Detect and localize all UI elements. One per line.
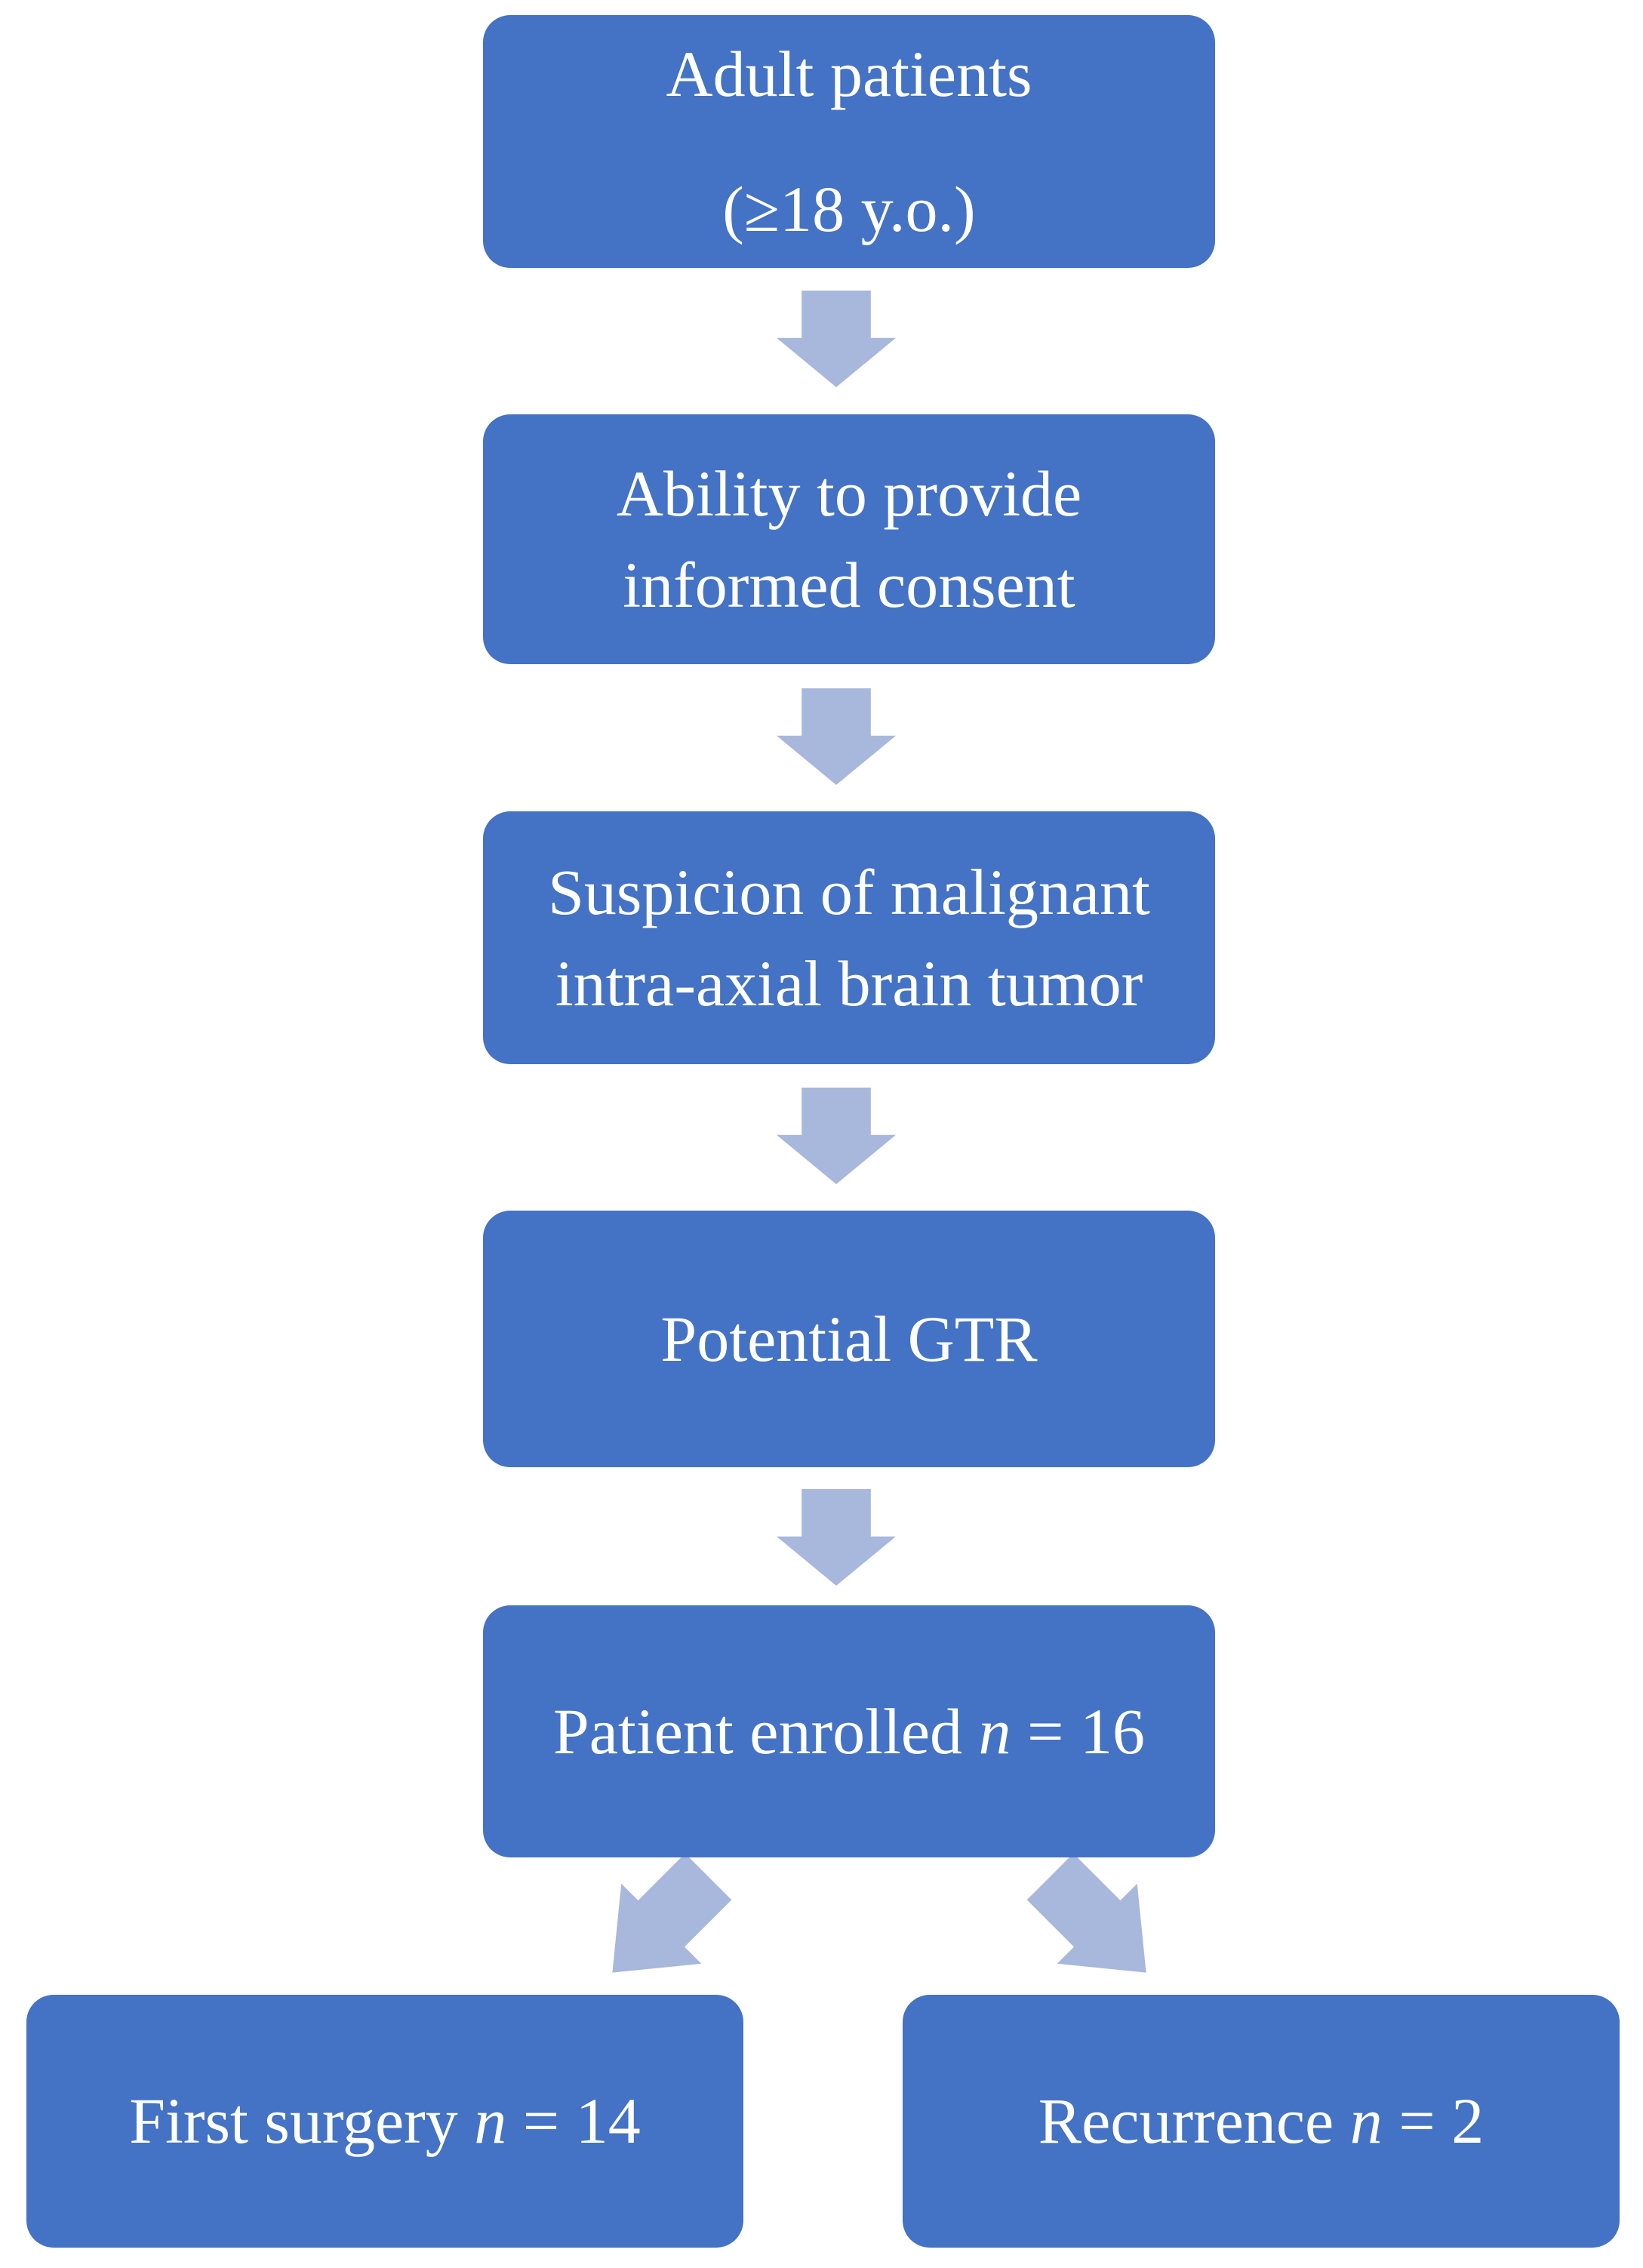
n-variable: n xyxy=(1349,2085,1383,2158)
box-text-line: Adult patients xyxy=(666,38,1032,111)
n-variable: n xyxy=(978,1694,1011,1768)
box-text-line: Recurrence n = 2 xyxy=(1038,2076,1485,2166)
down-arrow xyxy=(777,688,896,785)
flow-box-potential-gtr: Potential GTR xyxy=(483,1211,1215,1467)
down-right-arrow xyxy=(1010,1836,1186,2012)
flow-box-tumor-suspicion: Suspicion of malignant intra-axial brain… xyxy=(483,811,1215,1064)
box-text-line: intra-axial brain tumor xyxy=(555,946,1143,1020)
box-text-line: informed consent xyxy=(623,548,1075,621)
box-text-line: Ability to provide xyxy=(616,457,1082,531)
box-text-suffix: = 14 xyxy=(506,2085,641,2158)
flow-box-adult-patients: Adult patients (≥18 y.o.) xyxy=(483,15,1215,268)
box-text-suffix: = 2 xyxy=(1382,2085,1485,2158)
down-arrow xyxy=(777,1489,896,1586)
box-text-line: First surgery n = 14 xyxy=(129,2076,641,2166)
box-text-prefix: First surgery xyxy=(129,2085,475,2158)
box-text-suffix: = 16 xyxy=(1011,1694,1146,1768)
flow-box-informed-consent: Ability to provide informed consent xyxy=(483,414,1215,664)
box-text-line: Suspicion of malignant xyxy=(548,856,1150,929)
box-text-line: Potential GTR xyxy=(660,1302,1038,1375)
box-text-prefix: Recurrence xyxy=(1038,2085,1350,2158)
down-arrow xyxy=(777,291,896,387)
n-variable: n xyxy=(474,2085,507,2158)
flow-box-recurrence: Recurrence n = 2 xyxy=(903,1995,1620,2248)
down-left-arrow xyxy=(572,1836,748,2012)
flow-box-patient-enrolled: Patient enrolled n = 16 xyxy=(483,1605,1215,1857)
down-arrow xyxy=(777,1088,896,1184)
box-text-line: (≥18 y.o.) xyxy=(722,172,976,245)
box-text-prefix: Patient enrolled xyxy=(552,1694,979,1768)
box-text-line: Patient enrolled n = 16 xyxy=(553,1686,1145,1777)
flow-box-first-surgery: First surgery n = 14 xyxy=(26,1995,743,2248)
